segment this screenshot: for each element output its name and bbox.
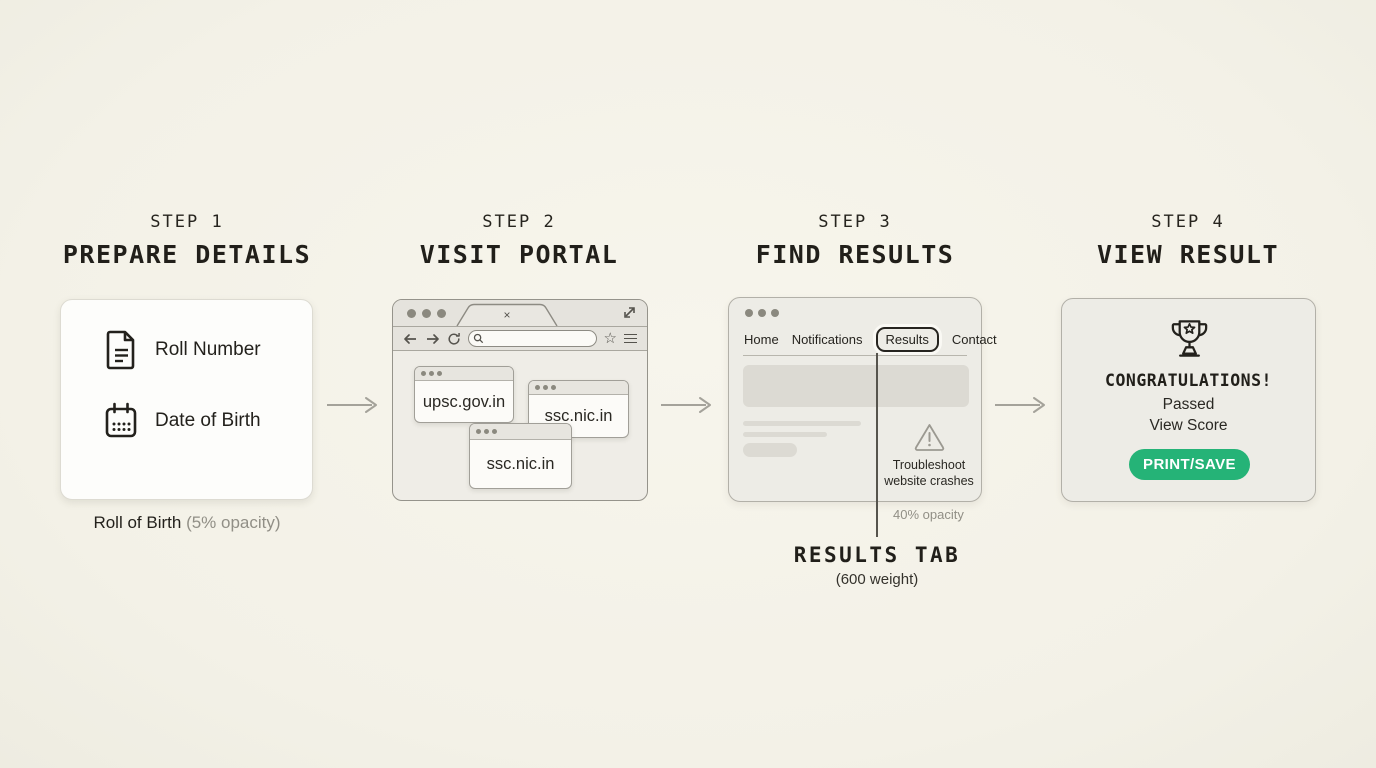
step4-title: VIEW RESULT (1096, 240, 1280, 269)
prepare-details-card: Roll Number Date of Birth (60, 299, 313, 500)
arrow-step1-step2 (327, 397, 377, 413)
troubleshoot-line1: Troubleshoot (892, 458, 966, 472)
results-tab-callout-title: RESULTS TAB (793, 543, 961, 567)
nav-item-notifications[interactable]: Notifications (791, 331, 863, 347)
congratulations-heading: CONGRATULATIONS! (1105, 371, 1272, 390)
results-tab-callout-sub: (600 weight) (835, 571, 919, 588)
passed-status: Passed (1162, 396, 1215, 413)
document-icon (106, 330, 135, 370)
opacity-note: 40% opacity (893, 507, 964, 522)
nav-item-contact[interactable]: Contact (951, 331, 997, 347)
nav-divider (743, 355, 967, 356)
site-nav: Home Notifications Results Contact (744, 326, 997, 352)
miniwindow-titlebar (415, 367, 513, 381)
traffic-dots-icon (407, 308, 446, 318)
browser-toolbar: ☆ (393, 327, 647, 351)
search-input[interactable] (468, 330, 597, 347)
portal-url: ssc.nic.in (486, 455, 555, 473)
back-arrow-icon[interactable] (403, 333, 418, 345)
print-save-button[interactable]: PRINT/SAVE (1129, 449, 1250, 480)
roll-number-label: Roll Number (155, 339, 261, 360)
date-of-birth-row: Date of Birth (103, 401, 312, 441)
step3-kicker: STEP 3 (818, 212, 892, 232)
find-results-card: Home Notifications Results Contact Troub… (728, 297, 997, 502)
step2-title: VISIT PORTAL (419, 240, 619, 269)
forward-arrow-icon[interactable] (425, 333, 440, 345)
view-result-card: CONGRATULATIONS! Passed View Score PRINT… (1061, 298, 1316, 502)
miniwindow-titlebar (470, 424, 571, 440)
button-placeholder (743, 443, 797, 457)
miniwindow-titlebar (529, 381, 628, 395)
roll-number-row: Roll Number (103, 329, 312, 371)
date-of-birth-label: Date of Birth (155, 410, 261, 431)
troubleshoot-label: Troubleshoot website crashes (859, 458, 999, 489)
expand-arrow-icon[interactable] (622, 305, 637, 320)
traffic-dots-icon (745, 309, 779, 317)
portal-window-ssc-2[interactable]: ssc.nic.in (469, 423, 572, 489)
browser-tab[interactable] (455, 303, 559, 326)
visit-portal-browser: × (392, 299, 648, 501)
refresh-icon[interactable] (447, 332, 461, 346)
nav-item-home[interactable]: Home (744, 331, 779, 347)
warning-triangle-icon (914, 424, 945, 451)
portal-url: ssc.nic.in (544, 407, 613, 425)
step1-kicker: STEP 1 (150, 212, 224, 232)
nav-item-results[interactable]: Results (875, 326, 939, 352)
troubleshoot-line2: website crashes (884, 473, 974, 488)
caption-main: Roll of Birth (93, 513, 182, 532)
step1-caption: Roll of Birth (5% opacity) (27, 513, 347, 533)
step4-kicker: STEP 4 (1151, 212, 1225, 232)
tab-close-icon[interactable]: × (503, 307, 511, 322)
content-placeholder-block (743, 365, 969, 407)
step1-title: PREPARE DETAILS (62, 240, 312, 269)
step2-kicker: STEP 2 (482, 212, 556, 232)
arrow-step3-step4 (995, 397, 1045, 413)
view-score-link[interactable]: View Score (1149, 417, 1228, 434)
arrow-step2-step3 (661, 397, 711, 413)
portal-url: upsc.gov.in (422, 392, 506, 411)
text-placeholder-line (743, 432, 827, 437)
browser-titlebar: × (393, 300, 647, 327)
caption-note: (5% opacity) (186, 513, 281, 532)
star-icon[interactable]: ☆ (603, 330, 617, 347)
menu-icon[interactable] (624, 333, 637, 344)
portal-window-upsc[interactable]: upsc.gov.in (414, 366, 514, 423)
callout-line (876, 353, 878, 537)
calendar-icon (105, 402, 137, 438)
search-icon (473, 333, 484, 344)
text-placeholder-line (743, 421, 861, 426)
step3-title: FIND RESULTS (755, 240, 955, 269)
trophy-icon (1171, 320, 1208, 357)
